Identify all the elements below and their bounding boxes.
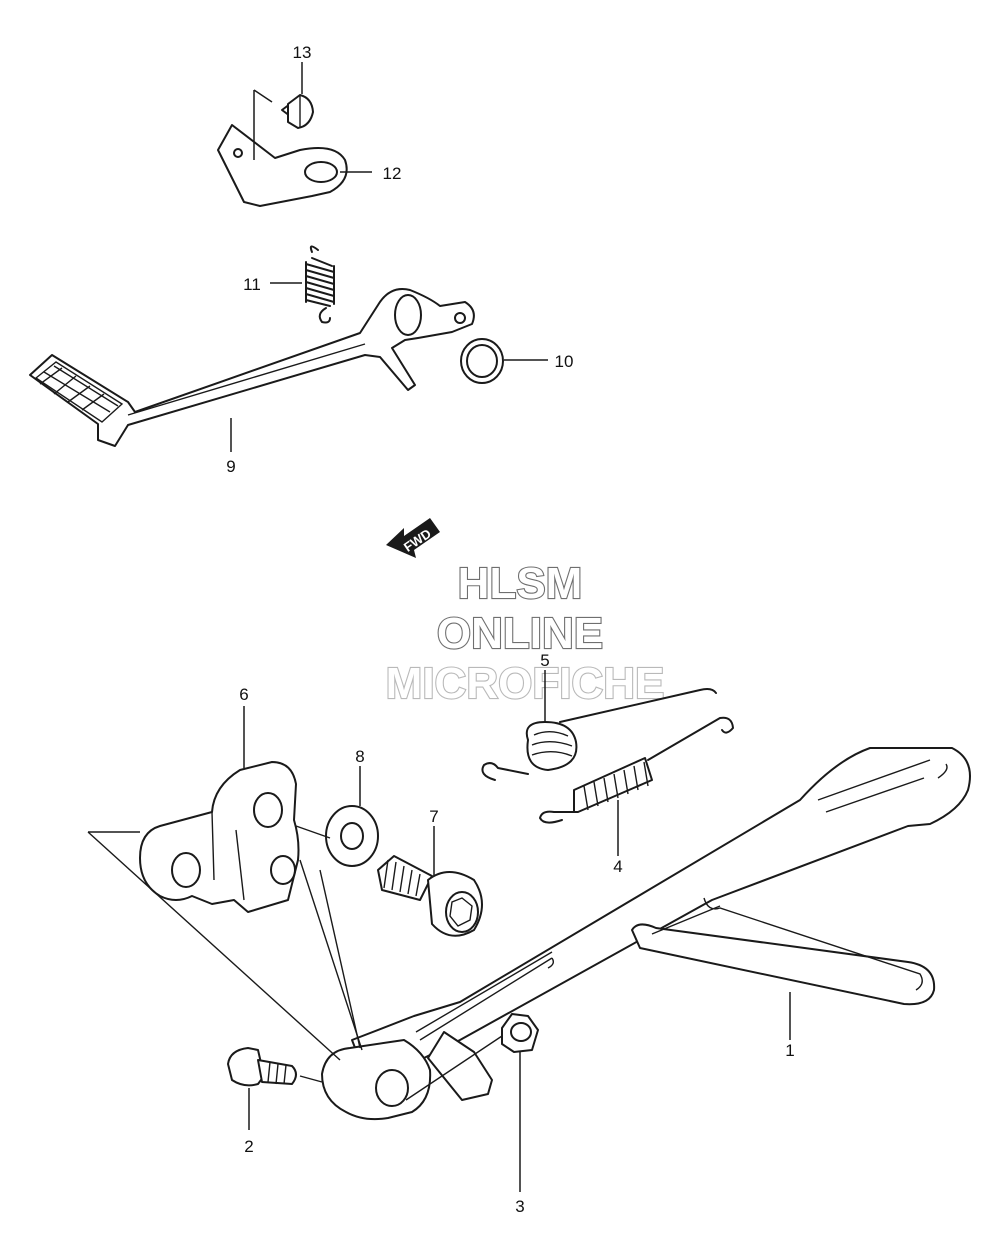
part-2-bolt[interactable] — [227, 1047, 297, 1087]
part-11-spring[interactable] — [305, 245, 335, 324]
part-13-bolt[interactable] — [253, 89, 314, 160]
watermark-line-2: ONLINE — [437, 609, 603, 658]
part-12-bracket[interactable] — [217, 124, 348, 207]
part-9-brake-pedal[interactable] — [29, 288, 475, 447]
part-5-spring[interactable] — [481, 688, 717, 781]
callout-9: 9 — [226, 457, 235, 476]
callout-4: 4 — [613, 857, 622, 876]
callout-7: 7 — [429, 807, 438, 826]
callout-labels: 1 2 3 4 5 6 7 8 9 10 11 12 13 — [226, 43, 794, 1216]
callout-8: 8 — [355, 747, 364, 766]
callout-13: 13 — [293, 43, 312, 62]
watermark-line-3: MICROFICHE — [386, 659, 665, 708]
part-3-nut[interactable] — [501, 1013, 539, 1053]
callout-5: 5 — [540, 651, 549, 670]
fwd-arrow-icon: FWD — [386, 518, 440, 558]
part-10-washer[interactable] — [460, 338, 504, 384]
watermark: HLSM ONLINE MICROFICHE — [385, 558, 666, 709]
assembly-lines — [87, 825, 503, 1101]
callout-10: 10 — [555, 352, 574, 371]
part-8-washer[interactable] — [325, 805, 379, 867]
part-6-bracket[interactable] — [139, 761, 300, 913]
callout-2: 2 — [244, 1137, 253, 1156]
callout-1: 1 — [785, 1041, 794, 1060]
part-7-bolt[interactable] — [377, 855, 483, 937]
callout-6: 6 — [239, 685, 248, 704]
callout-12: 12 — [383, 164, 402, 183]
part-4-spring[interactable] — [539, 716, 734, 824]
watermark-line-1: HLSM — [458, 559, 583, 608]
part-1-side-stand[interactable] — [321, 747, 971, 1121]
callout-11: 11 — [243, 275, 261, 294]
callout-3: 3 — [515, 1197, 524, 1216]
